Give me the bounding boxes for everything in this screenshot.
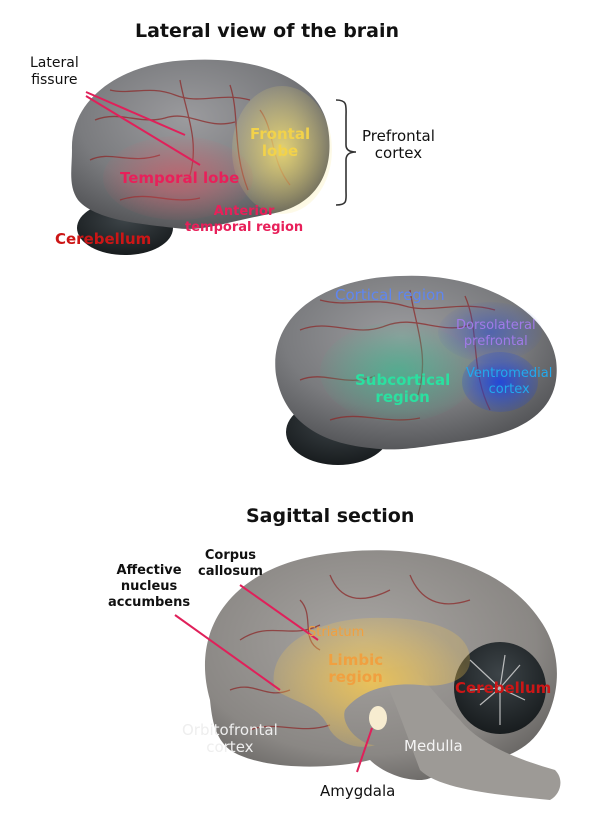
lateral-fissure-pointer-2 — [85, 95, 201, 166]
corpus-callosum-pointer — [239, 584, 319, 641]
prefrontal-bracket — [335, 99, 357, 206]
label-cerebellum-sagittal: Cerebellum — [455, 679, 552, 697]
label-ventromedial-cortex: Ventromedial cortex — [466, 366, 553, 397]
lateral-fissure-pointer-1 — [85, 91, 186, 136]
label-limbic-region: Limbic region — [328, 651, 384, 686]
label-cortical-region: Cortical region — [335, 286, 445, 304]
label-frontal-lobe: Frontal lobe — [250, 125, 311, 160]
label-temporal-lobe: Temporal lobe — [120, 169, 240, 187]
amygdala-pointer — [356, 727, 373, 773]
label-orbitofrontal-cortex: Orbitofrontal cortex — [182, 721, 278, 756]
nucleus-accumbens-pointer — [174, 614, 281, 691]
label-lateral-fissure: Lateral fissure — [30, 55, 79, 88]
lateral-brain-top — [71, 59, 357, 255]
title-sagittal-section: Sagittal section — [246, 505, 415, 527]
lateral-brain-middle — [275, 275, 557, 465]
label-dorsolateral-prefrontal: Dorsolateral prefrontal — [456, 318, 536, 349]
sagittal-brain — [174, 550, 561, 800]
label-affective-nucleus-accumbens: Affective nucleus accumbens — [108, 563, 191, 610]
label-anterior-temporal-region: Anterior temporal region — [185, 204, 304, 235]
title-lateral-view: Lateral view of the brain — [135, 20, 400, 42]
label-cerebellum-lateral: Cerebellum — [55, 230, 152, 248]
label-prefrontal-cortex: Prefrontal cortex — [362, 127, 435, 162]
label-amygdala: Amygdala — [320, 782, 396, 800]
label-subcortical-region: Subcortical region — [355, 371, 451, 406]
label-striatum: Striatum — [308, 625, 365, 640]
label-medulla: Medulla — [404, 737, 463, 755]
label-corpus-callosum: Corpus callosum — [198, 548, 263, 579]
